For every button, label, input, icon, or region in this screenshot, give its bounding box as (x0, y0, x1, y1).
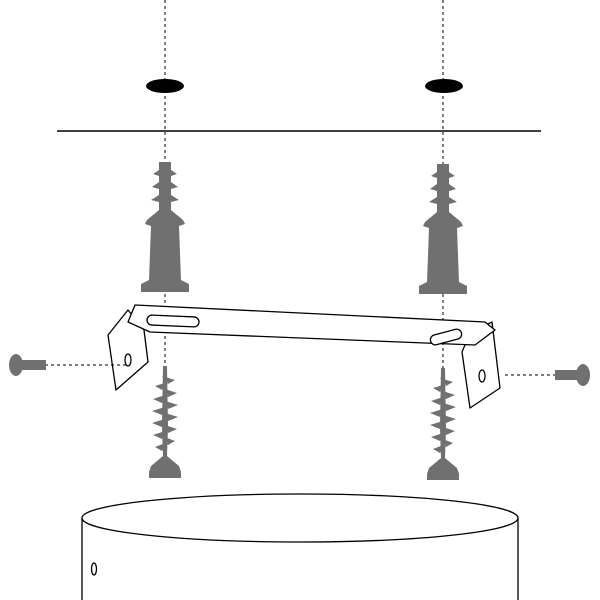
bracket-hole-right (478, 369, 486, 383)
wall-anchor-right (419, 164, 467, 294)
wall-hole-left (146, 79, 184, 93)
bracket-slot-right (429, 328, 463, 346)
cylindrical-fixture-body (81, 493, 519, 600)
wood-screw-right (427, 368, 459, 480)
bracket-slot-left (146, 314, 200, 328)
wall-anchor-left (141, 162, 189, 292)
mounting-bracket (107, 304, 501, 409)
side-screw-left (9, 354, 46, 376)
wall-hole-right (425, 79, 463, 93)
bracket-hole-left (124, 353, 132, 367)
fixture-side-hole (90, 562, 98, 576)
fixture-top-rim (81, 493, 519, 543)
side-screw-right (555, 364, 590, 386)
bracket-bar (127, 304, 496, 346)
wood-screw-left (149, 366, 181, 478)
